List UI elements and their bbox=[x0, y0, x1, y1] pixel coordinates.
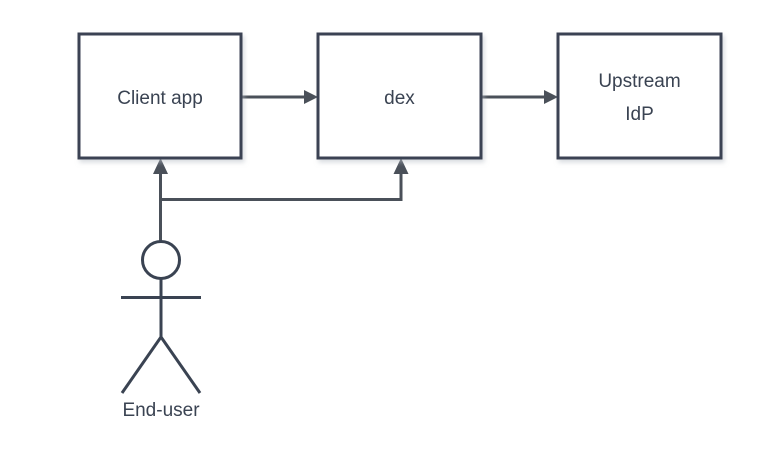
edge-end-user-to-client-app bbox=[153, 158, 168, 241]
edge-dex-to-upstream-idp bbox=[481, 90, 558, 104]
actor-right-leg-icon bbox=[159, 336, 202, 394]
node-dex[interactable]: dex bbox=[316, 32, 483, 160]
upstream-idp-label-line2: IdP bbox=[625, 104, 654, 125]
dex-box[interactable] bbox=[316, 32, 483, 160]
dex-label: dex bbox=[384, 88, 415, 109]
actor-end-user[interactable]: End-user bbox=[120, 240, 202, 422]
actor-end-user-label: End-user bbox=[122, 400, 200, 421]
client-app-box[interactable] bbox=[77, 32, 243, 160]
client-app-label: Client app bbox=[117, 88, 203, 109]
actor-head-icon bbox=[141, 240, 181, 280]
edge-end-user-to-dex bbox=[160, 158, 409, 201]
actor-left-leg-icon bbox=[120, 336, 163, 394]
node-client-app[interactable]: Client app bbox=[77, 32, 243, 160]
upstream-idp-box[interactable] bbox=[556, 32, 723, 160]
node-upstream-idp[interactable]: Upstream IdP bbox=[556, 32, 723, 160]
upstream-idp-label-line1: Upstream bbox=[598, 71, 680, 92]
edge-client-app-to-dex bbox=[241, 90, 318, 104]
